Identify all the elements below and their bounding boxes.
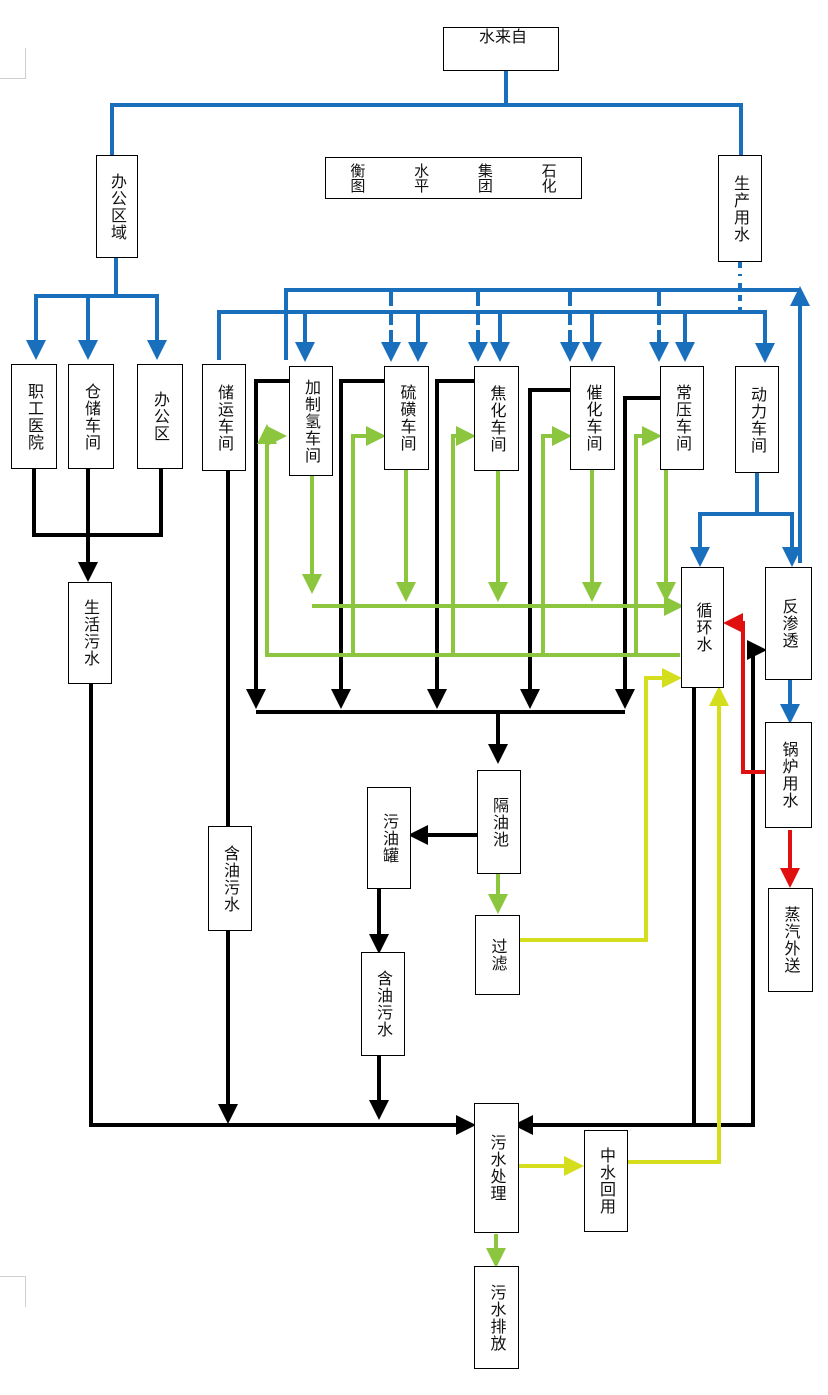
production-water-label: 生产用水: [731, 174, 750, 243]
oil-separator-label: 隔油池: [490, 796, 509, 848]
domestic-sewage-label: 生活污水: [81, 599, 100, 667]
title-col-3: 水平: [412, 163, 431, 193]
circulating-water-box: 循环水: [681, 567, 724, 688]
coking-workshop-box: 焦化车间: [474, 366, 519, 471]
office-area-label: 办公区域: [108, 172, 127, 241]
reverse-osmosis-box: 反渗透: [765, 567, 812, 680]
boiler-water-label: 锅炉用水: [779, 741, 799, 809]
storage-transport-box: 储运车间: [202, 364, 246, 471]
oily-sewage-left-box: 含油污水: [208, 826, 252, 931]
atmospheric-workshop-label: 常压车间: [673, 384, 692, 452]
production-water-box: 生产用水: [718, 155, 762, 262]
steam-export-box: 蒸汽外送: [768, 888, 813, 992]
crop-mark-bottom: [0, 1276, 26, 1307]
catalytic-workshop-label: 催化车间: [583, 384, 603, 452]
staff-hospital-box: 职工医院: [11, 364, 57, 469]
sewage-treatment-box: 污水处理: [474, 1103, 519, 1233]
sewage-discharge-box: 污水排放: [474, 1266, 519, 1369]
waste-oil-tank-box: 污油罐: [367, 787, 411, 889]
fresh-water-lines: [26, 70, 810, 724]
oily-sewage-mid-label: 含油污水: [374, 970, 393, 1038]
catalytic-workshop-box: 催化车间: [570, 366, 615, 470]
steam-export-label: 蒸汽外送: [781, 906, 801, 974]
storage-workshop-box: 仓储车间: [68, 364, 114, 469]
diagram-title: 石化 集团 水平 衡图: [325, 157, 582, 199]
office-area-box: 办公区域: [96, 155, 138, 258]
hydrogen-workshop-label: 加制氢车间: [302, 378, 321, 464]
sewage-treatment-label: 污水处理: [487, 1134, 507, 1202]
sewage-discharge-label: 污水排放: [487, 1283, 507, 1352]
reclaimed-water-label: 中水回用: [597, 1147, 616, 1215]
domestic-sewage-box: 生活污水: [68, 582, 112, 684]
title-col-1: 石化: [539, 163, 558, 193]
title-col-4: 衡图: [348, 163, 367, 193]
staff-hospital-label: 职工医院: [25, 382, 44, 451]
filtration-label: 过滤: [488, 938, 508, 972]
power-workshop-box: 动力车间: [735, 366, 779, 473]
tap-water-label: 自来水: [476, 28, 527, 58]
oily-sewage-left-label: 含油污水: [221, 844, 240, 913]
oil-separator-box: 隔油池: [477, 770, 521, 874]
coking-workshop-label: 焦化车间: [487, 384, 507, 453]
power-workshop-label: 动力车间: [748, 385, 767, 454]
boiler-water-box: 锅炉用水: [765, 722, 812, 828]
storage-transport-label: 储运车间: [215, 383, 234, 452]
tap-water-box: 自来水: [443, 27, 559, 71]
steam-lines: [723, 613, 800, 888]
reverse-osmosis-label: 反渗透: [779, 598, 799, 649]
circulating-water-label: 循环水: [693, 602, 713, 653]
sulfur-workshop-box: 硫磺车间: [384, 366, 429, 470]
recycle-lines: [257, 424, 684, 1268]
waste-oil-tank-label: 污油罐: [380, 812, 399, 864]
office-label: 办公区: [151, 391, 170, 442]
reclaimed-water-box: 中水回用: [584, 1130, 628, 1232]
reclaimed-lines: [519, 668, 729, 1176]
oily-sewage-mid-box: 含油污水: [361, 952, 405, 1056]
atmospheric-workshop-box: 常压车间: [660, 366, 704, 470]
title-col-2: 集团: [475, 163, 494, 193]
hydrogen-workshop-box: 加制氢车间: [289, 366, 333, 476]
office-box: 办公区: [137, 364, 183, 469]
storage-workshop-label: 仓储车间: [82, 382, 101, 451]
sulfur-workshop-label: 硫磺车间: [397, 384, 417, 452]
drain-lines: [32, 379, 767, 1135]
filtration-box: 过滤: [475, 915, 520, 995]
crop-mark-top: [0, 48, 26, 79]
